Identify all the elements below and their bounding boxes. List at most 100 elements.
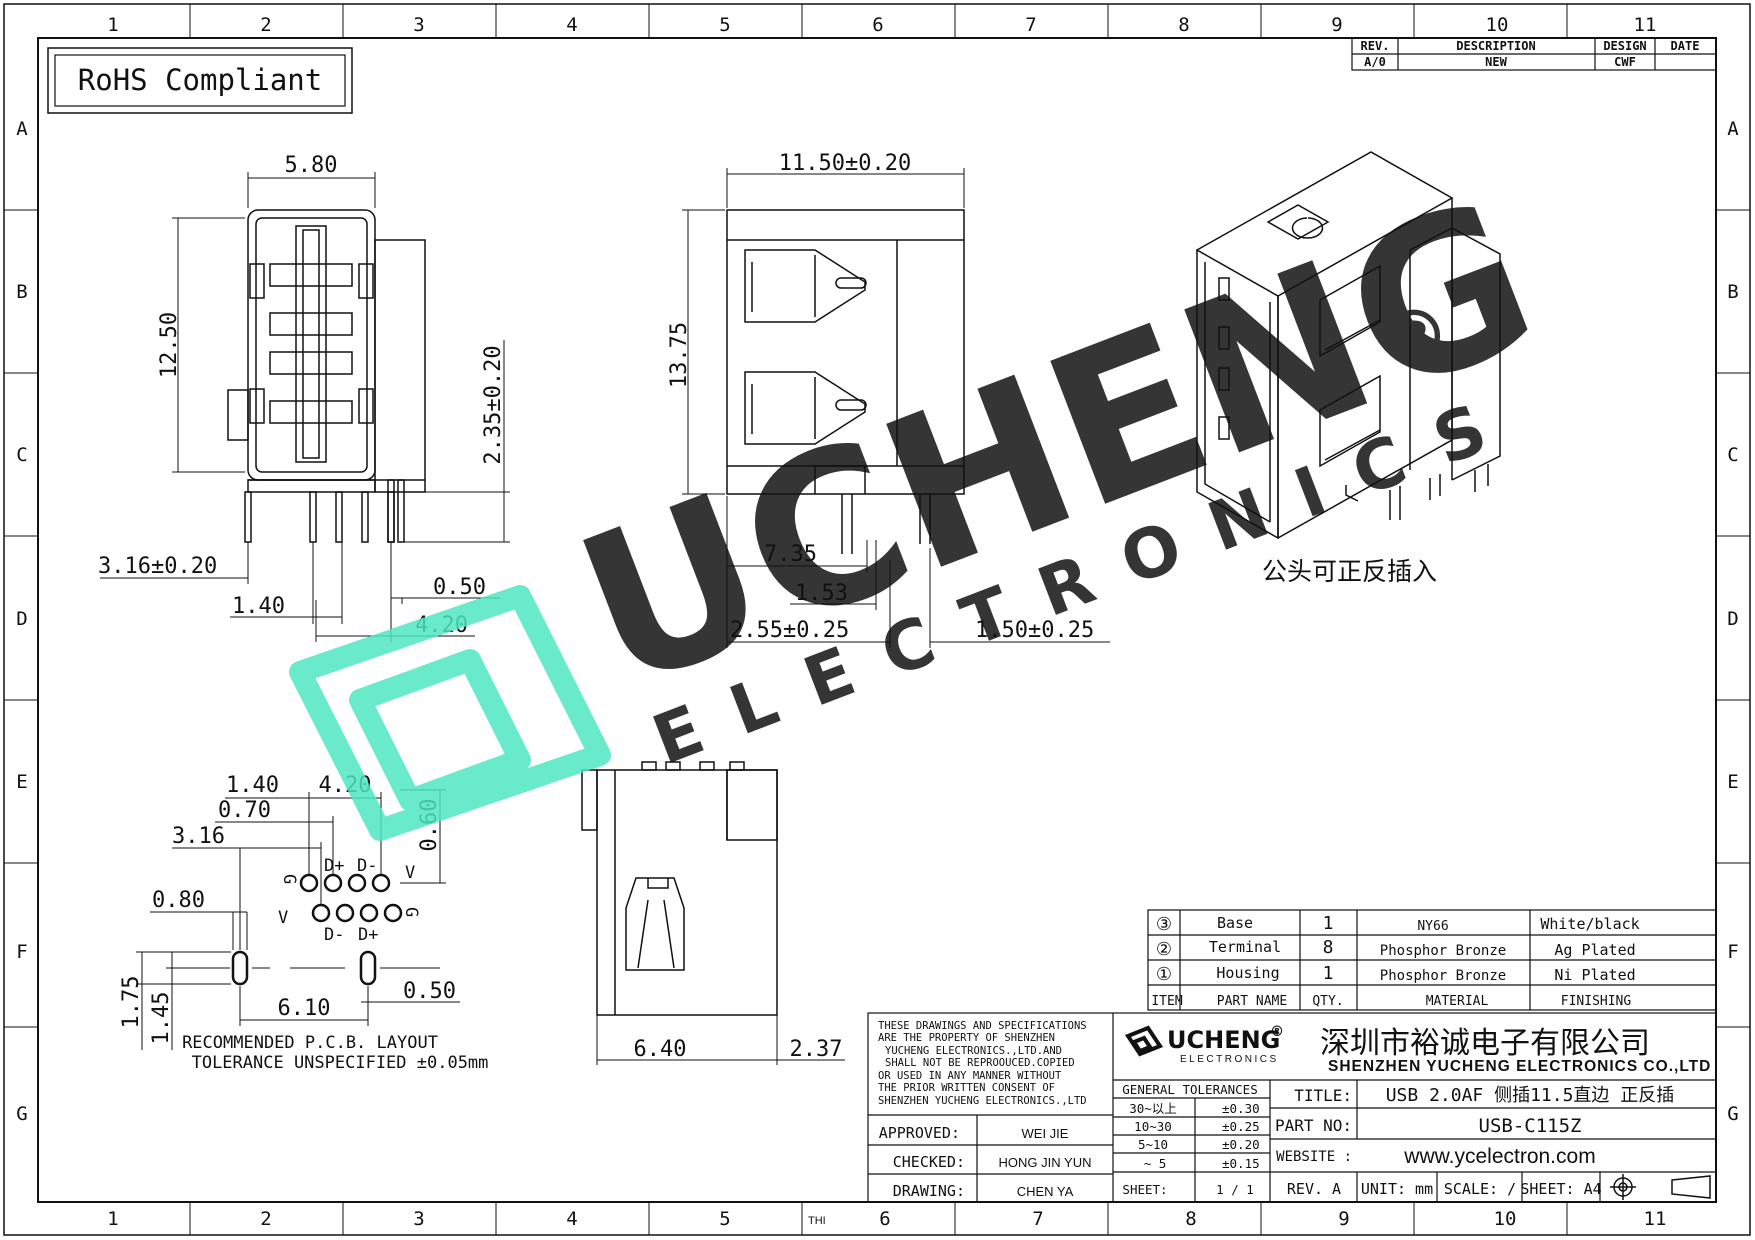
dim-255: 2.55±0.25 [730, 618, 849, 643]
pcb-dim-316: 3.16 [172, 824, 225, 849]
col-label: 10 [1494, 1208, 1517, 1230]
col-label: 4 [566, 1208, 577, 1230]
bom-item-no: ③ [1156, 914, 1172, 935]
dim-side-width: 11.50±0.20 [779, 151, 911, 176]
tolerance-value: ±0.25 [1222, 1119, 1260, 1134]
grid-labels: 1 2 3 4 5 6 7 8 9 10 11 1 2 3 4 5 6 7 8 … [16, 14, 1739, 1230]
design-value: CWF [1614, 55, 1636, 69]
checked-label: CHECKED: [893, 1153, 965, 1171]
note-cn: 公头可正反插入 [1262, 558, 1437, 586]
tolerance-value: ±0.15 [1222, 1156, 1260, 1171]
rev-value: REV. A [1287, 1180, 1341, 1198]
dim-pitch: 1.40 [232, 594, 285, 619]
company-name-cn: 深圳市裕诚电子有限公司 [1320, 1027, 1650, 1060]
row-label: B [16, 281, 27, 303]
watermark: UCHENG ELECTRONICS ® [289, 152, 1564, 841]
pin-label-dminus: D- [357, 856, 377, 876]
bom-part-name: Base [1217, 914, 1253, 932]
row-label: C [16, 444, 27, 466]
dim-side-height: 13.75 [667, 322, 692, 388]
front-view-dims [100, 172, 510, 642]
tolerance-range: 30~以上 [1129, 1101, 1177, 1116]
bom-header-qty: QTY. [1312, 994, 1343, 1009]
col-label: 9 [1338, 1208, 1349, 1230]
title-value: USB 2.0AF 侧插11.5直边 正反插 [1386, 1085, 1675, 1106]
grid-dividers [4, 4, 1750, 1235]
col-label: 5 [719, 1208, 730, 1230]
unit-value: UNIT: mm [1361, 1180, 1433, 1198]
company-name-en: SHENZHEN YUCHENG ELECTRONICS CO.,LTD [1328, 1058, 1711, 1075]
row-label: F [1727, 941, 1738, 963]
pin-label-g: G [279, 874, 299, 884]
front-view [227, 209, 426, 543]
bom-material: Phosphor Bronze [1380, 943, 1506, 959]
sheet-label: SHEET: [1122, 1182, 1167, 1197]
col-label: 7 [1032, 1208, 1043, 1230]
sheet-size-value: SHEET: A4 [1520, 1180, 1601, 1198]
rohs-box-inner [54, 54, 346, 107]
bom-part-name: Terminal [1209, 938, 1281, 956]
col-label: 3 [413, 1208, 424, 1230]
rohs-label: RoHS Compliant [78, 63, 322, 97]
part-no-value: USB-C115Z [1479, 1115, 1582, 1137]
top-view [581, 761, 778, 1016]
dim-735: 7.35 [764, 542, 817, 567]
col-label: 1 [107, 14, 118, 36]
dim-top-width: 6.40 [634, 1037, 687, 1062]
tolerance-value: ±0.30 [1222, 1101, 1260, 1116]
pin-label-dplus: D+ [324, 856, 344, 876]
dim-pin-width: 0.50 [433, 575, 486, 600]
pcb-dims [136, 789, 460, 1050]
rohs-box-outer [47, 47, 353, 114]
dim-150: 1.50±0.25 [975, 618, 1094, 643]
top-view-dims [596, 1015, 845, 1065]
col-label: 7 [1025, 14, 1036, 36]
pin-label-dminus: D- [324, 925, 344, 945]
col-label: 8 [1185, 1208, 1196, 1230]
bom-qty: 1 [1323, 913, 1334, 934]
revision-table [1351, 37, 1717, 71]
pcb-title: RECOMMENDED P.C.B. LAYOUT [182, 1033, 438, 1053]
bom-material: Phosphor Bronze [1380, 968, 1506, 984]
tolerance-range: 10~30 [1134, 1119, 1172, 1134]
bom-header-part: PART NAME [1217, 994, 1287, 1009]
notice-line: ARE THE PROPERTY OF SHENZHEN [878, 1032, 1055, 1044]
notice-line: YUCHENG ELECTRONICS.,LTD.AND [885, 1045, 1062, 1057]
bom-item-no: ① [1156, 964, 1172, 985]
col-label: 3 [413, 14, 424, 36]
thi-label: THI [808, 1215, 826, 1227]
checked-value: HONG JIN YUN [999, 1155, 1092, 1170]
outer-frame [3, 3, 1751, 1236]
company-logo: UCHENG ® ELECTRONICS [1124, 1024, 1284, 1065]
tolerance-range: 5~10 [1138, 1137, 1168, 1152]
pcb-dim-080: 0.80 [152, 888, 205, 913]
notice-line: THE PRIOR WRITTEN CONSENT OF [878, 1082, 1055, 1094]
description-value: NEW [1485, 55, 1507, 69]
dim-front-height: 12.50 [157, 312, 182, 378]
bom-item-no: ② [1156, 939, 1172, 960]
row-label: D [16, 608, 27, 630]
row-label: C [1727, 444, 1738, 466]
notice-line: SHALL NOT BE REPROOUCED.COPIED [885, 1057, 1075, 1069]
bom-table [1147, 909, 1717, 1011]
rev-value: A/0 [1364, 55, 1386, 69]
approved-label: APPROVED: [879, 1124, 960, 1142]
bom-qty: 1 [1323, 963, 1334, 984]
pin-label-g: G [401, 907, 421, 917]
drawing-value: CHEN YA [1017, 1184, 1074, 1199]
design-header: DESIGN [1603, 39, 1646, 53]
pcb-tolerance: TOLERANCE UNSPECIFIED ±0.05mm [192, 1053, 489, 1073]
projection-icon [1610, 1174, 1711, 1200]
part-no-label: PART NO: [1275, 1116, 1352, 1135]
col-label: 10 [1486, 14, 1509, 36]
col-label: 4 [566, 14, 577, 36]
bom-part-name: Housing [1216, 964, 1279, 982]
logo-name: UCHENG [1167, 1026, 1280, 1054]
row-label: F [16, 941, 27, 963]
col-label: 9 [1331, 14, 1342, 36]
row-label: G [1727, 1103, 1738, 1125]
row-label: G [16, 1103, 27, 1125]
title-block [867, 1012, 1717, 1203]
notice-line: SHENZHEN YUCHENG ELECTRONICS.,LTD [878, 1095, 1087, 1107]
tolerance-value: ±0.20 [1222, 1137, 1260, 1152]
